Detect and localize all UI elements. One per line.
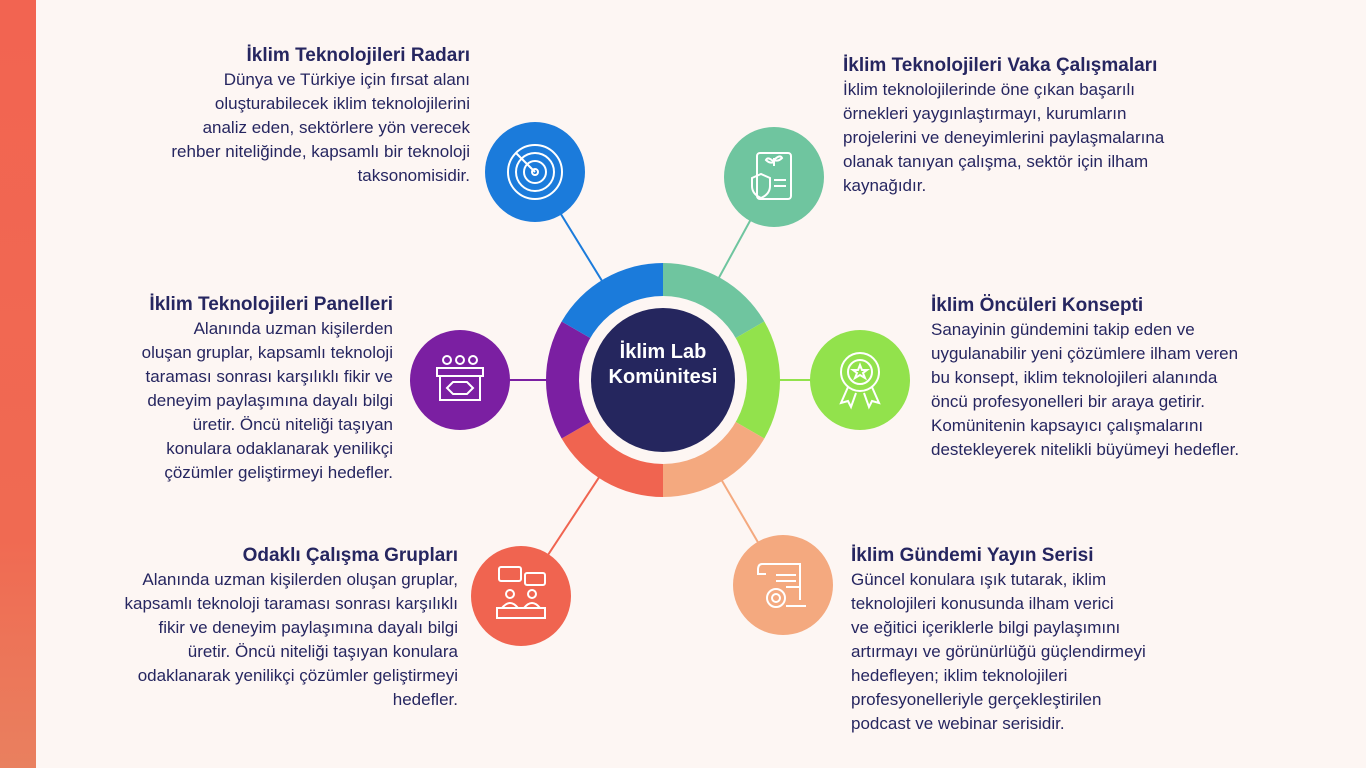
yayin-node <box>733 535 833 635</box>
item-description-line: fikir ve deneyim paylaşımına dayalı bilg… <box>158 618 458 637</box>
item-description-line: oluşan gruplar, kapsamlı teknoloji <box>141 343 393 362</box>
item-description-line: Komünitenin kapsayıcı çalışmalarını <box>931 416 1204 435</box>
item-description-line: hedefler. <box>392 690 458 709</box>
item-title: İklim Gündemi Yayın Serisi <box>851 545 1094 566</box>
left-accent-bar <box>0 0 36 768</box>
item-title: İklim Teknolojileri Radarı <box>246 45 471 66</box>
item-description-line: olanak tanıyan çalışma, sektör için ilha… <box>843 152 1149 171</box>
item-description-line: profesyonelleriyle gerçekleştirilen <box>851 690 1102 709</box>
vaka-node <box>724 127 824 227</box>
item-description-line: İklim teknolojilerinde öne çıkan başarıl… <box>843 80 1135 99</box>
item-title: İklim Öncüleri Konsepti <box>931 295 1144 316</box>
item-description-line: oluşturabilecek iklim teknolojilerini <box>214 94 470 113</box>
item-description-line: üretir. Öncü niteliği taşıyan <box>192 415 393 434</box>
publication-scroll-icon <box>757 563 806 608</box>
item-description-line: Alanında uzman kişilerden <box>193 319 393 338</box>
center-title-line1: İklim Lab <box>619 341 707 363</box>
item-description-line: Dünya ve Türkiye için fırsat alanı <box>223 70 470 89</box>
item-description-line: deneyim paylaşımına dayalı bilgi <box>147 391 393 410</box>
item-description-line: Güncel konulara ışık tutarak, iklim <box>851 570 1107 589</box>
item-description-line: projelerini ve deneyimlerini paylaşmalar… <box>843 128 1165 147</box>
item-description-line: hedefleyen; iklim teknolojileri <box>851 666 1068 685</box>
center-circle <box>591 308 735 452</box>
oncu-node <box>810 330 910 430</box>
item-description-line: konulara odaklanarak yenilikçi <box>166 439 393 458</box>
item-title: Odaklı Çalışma Grupları <box>242 545 458 566</box>
item-description-line: artırmayı ve görünürlüğü güçlendirmeyi <box>851 642 1146 661</box>
panel-icon <box>436 355 484 401</box>
item-description-line: ve eğitici içeriklerle bilgi paylaşımını <box>851 618 1121 637</box>
item-title: İklim Teknolojileri Panelleri <box>149 294 393 315</box>
radar-node <box>485 122 585 222</box>
certificate-icon <box>751 152 792 200</box>
item-description-line: Sanayinin gündemini takip eden ve <box>931 320 1195 339</box>
item-description-line: kaynağıdır. <box>843 176 927 195</box>
item-description-line: çözümler geliştirmeyi hedefler. <box>164 463 393 482</box>
item-description-line: taraması sonrası karşılıklı fikir ve <box>145 367 393 386</box>
item-title: İklim Teknolojileri Vaka Çalışmaları <box>843 55 1158 76</box>
item-description-line: teknolojileri konusunda ilham verici <box>851 594 1114 613</box>
item-description-line: üretir. Öncü niteliği taşıyan konulara <box>187 642 458 661</box>
award-badge-icon <box>839 352 881 410</box>
item-description-line: taksonomisidir. <box>357 166 470 185</box>
item-description-line: odaklanarak yenilikçi çözümler geliştirm… <box>137 666 458 685</box>
center-title: İklim Lab Komünitesi <box>591 340 735 390</box>
item-description-line: örnekleri yaygınlaştırmayı, kurumların <box>843 104 1127 123</box>
discussion-group-icon <box>496 566 546 619</box>
radar-icon <box>507 144 563 200</box>
item-description-line: bu konsept, iklim teknolojileri alanında <box>931 368 1218 387</box>
item-description-line: uygulanabilir yeni çözümlere ilham veren <box>931 344 1239 363</box>
item-description-line: podcast ve webinar serisidir. <box>851 714 1065 733</box>
item-description-line: destekleyerek nitelikli büyümeyi hedefle… <box>931 440 1240 459</box>
center-title-line2: Komünitesi <box>608 366 718 388</box>
item-description-line: kapsamlı teknoloji taraması sonrası karş… <box>124 594 458 613</box>
paneller-node <box>410 330 510 430</box>
item-description-line: Alanında uzman kişilerden oluşan gruplar… <box>142 570 458 589</box>
item-description-line: rehber niteliğinde, kapsamlı bir teknolo… <box>171 142 470 161</box>
item-description-line: analiz eden, sektörlere yön verecek <box>202 118 470 137</box>
odakli-node <box>471 546 571 646</box>
item-description-line: öncü profesyonelleri bir araya getirir. <box>931 392 1206 411</box>
